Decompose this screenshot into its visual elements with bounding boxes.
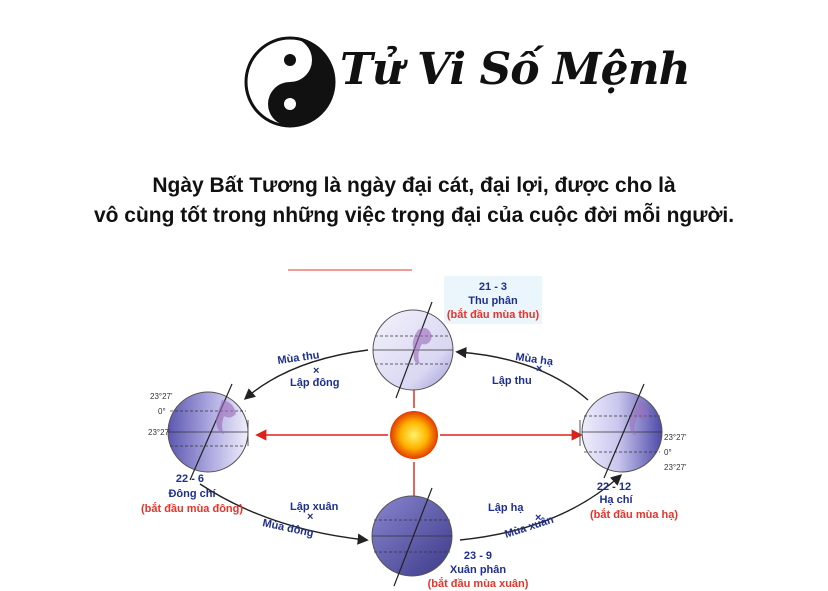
svg-text:×: ×	[307, 511, 313, 523]
orbit-arc-lower-right	[459, 474, 623, 541]
left-name: Đông chí	[168, 488, 216, 500]
top-date: 21 - 3	[479, 281, 507, 293]
bottom-date: 23 - 9	[464, 550, 492, 562]
lat-right-tropic-n: 23°27'	[664, 433, 687, 442]
top-caption-box	[444, 276, 542, 324]
label-lap-dong: Lập đông	[290, 377, 340, 389]
left-note: (bắt đầu mùa đông)	[141, 502, 243, 515]
lat-left-tropic-n: 23°27'	[150, 392, 173, 401]
headline-line-2: vô cùng tốt trong những việc trọng đại c…	[93, 204, 735, 227]
label-lap-xuan: Lập xuân	[290, 501, 339, 513]
bottom-note: (bắt đầu mùa xuân)	[428, 577, 529, 590]
headline: Ngày Bất Tương là ngày đại cát, đại lợi,…	[0, 171, 828, 231]
lat-right-equator: 0°	[664, 448, 672, 457]
label-mua-xuan: Mùa xuân	[503, 514, 555, 541]
lat-right-tropic-s: 23°27'	[664, 463, 687, 472]
svg-text:×: ×	[313, 365, 319, 377]
lat-left-equator: 0°	[158, 407, 166, 416]
logo	[244, 36, 336, 128]
orbit-arc-upper-left	[243, 349, 369, 400]
label-lap-thu: Lập thu	[492, 375, 532, 387]
bottom-name: Xuân phân	[450, 564, 507, 576]
globe-bottom	[371, 487, 453, 587]
label-mua-thu: Mùa thu	[277, 349, 320, 367]
orbit-arc-lower-left	[199, 483, 369, 545]
logo-text: Tử Vi Số Mệnh	[340, 44, 691, 95]
label-mua-ha: Mùa hạ	[515, 351, 555, 368]
right-name: Hạ chí	[599, 494, 633, 506]
left-date: 22 - 6	[176, 473, 204, 485]
yin-yang-icon	[244, 36, 336, 128]
label-lap-ha: Lập hạ	[488, 502, 524, 514]
orbit-arc-upper-right	[455, 347, 589, 401]
right-date: 22 - 12	[597, 481, 631, 493]
right-note: (bắt đầu mùa hạ)	[590, 508, 678, 521]
globe-right	[579, 383, 663, 479]
sun	[390, 411, 438, 459]
lat-left-tropic-s: 23°27'	[148, 428, 171, 437]
globe-left	[167, 383, 249, 481]
top-note: (bắt đầu mùa thu)	[447, 308, 540, 321]
globe-top	[372, 301, 454, 399]
headline-line-1: Ngày Bất Tương là ngày đại cát, đại lợi,…	[152, 174, 676, 197]
svg-text:×: ×	[536, 363, 542, 375]
top-name: Thu phân	[468, 295, 518, 307]
svg-text:×: ×	[535, 512, 541, 524]
